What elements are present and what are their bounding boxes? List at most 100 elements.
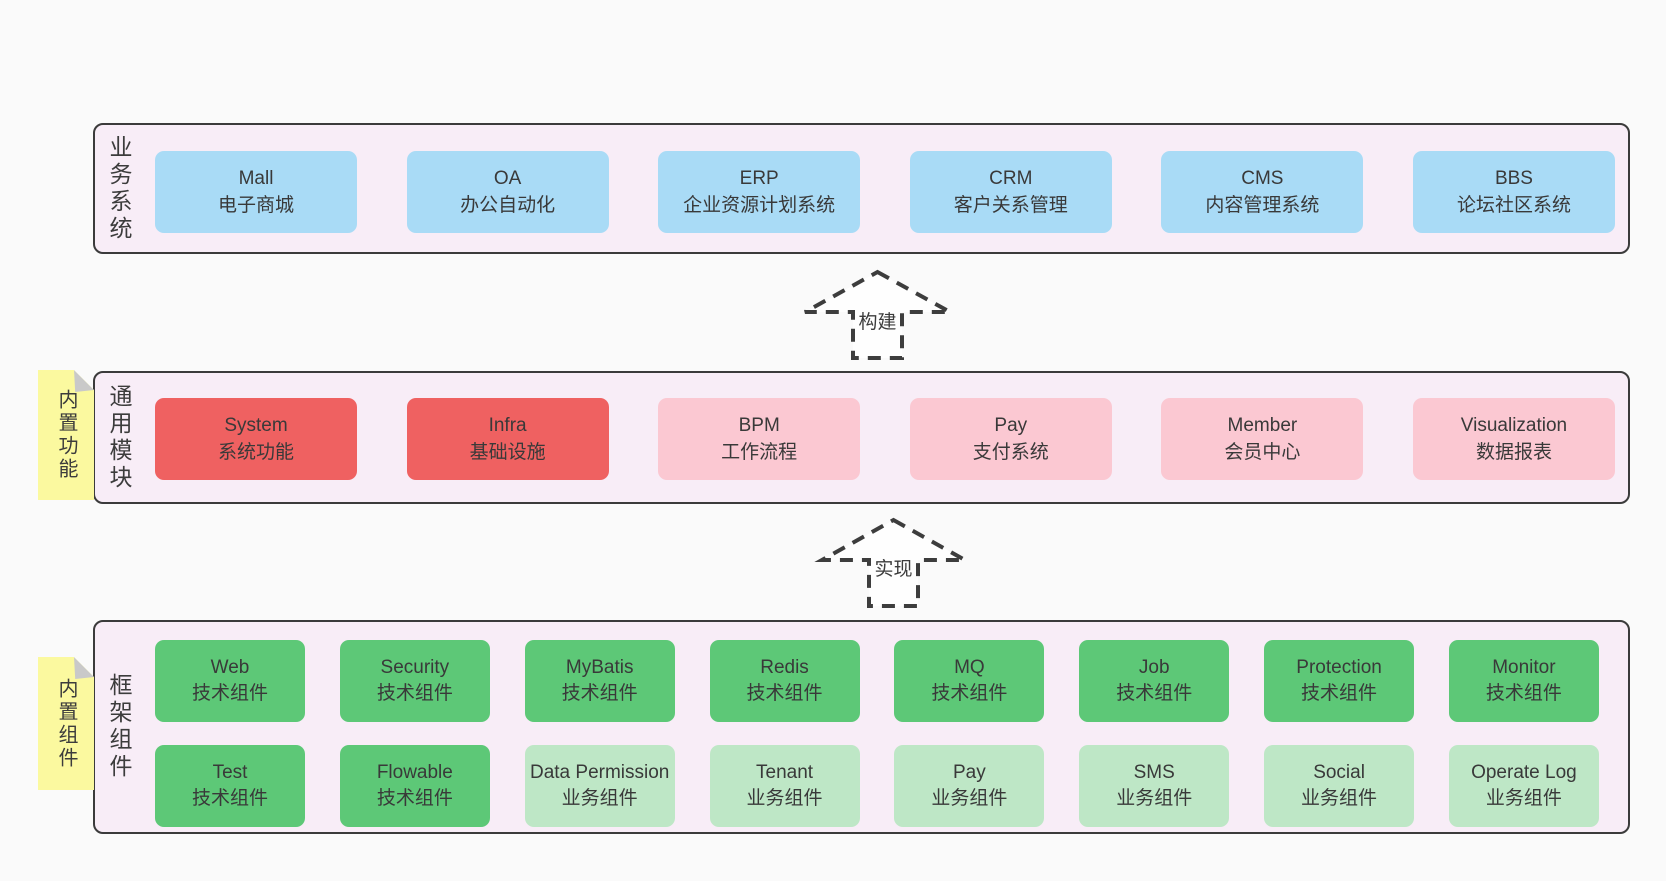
box-test: Test 技术组件 — [155, 745, 305, 827]
box-subtitle: 技术组件 — [561, 683, 638, 704]
box-subtitle: 业务组件 — [1301, 788, 1378, 809]
box-subtitle: 电子商城 — [217, 195, 294, 216]
box-title: Protection — [1296, 657, 1382, 678]
box-title: Pay — [994, 415, 1028, 436]
box-job: Job 技术组件 — [1079, 640, 1230, 722]
box-subtitle: 技术组件 — [746, 683, 823, 704]
box-data-permission: Data Permission 业务组件 — [524, 745, 675, 827]
box-infra: Infra 基础设施 — [406, 398, 609, 480]
box-subtitle: 技术组件 — [191, 788, 268, 809]
box-subtitle: 企业资源计划系统 — [683, 195, 836, 216]
box-title: Redis — [760, 657, 809, 678]
box-title: Visualization — [1460, 415, 1568, 436]
box-bpm: BPM 工作流程 — [658, 398, 861, 480]
box-pay-system: Pay 支付系统 — [909, 398, 1112, 480]
box-subtitle: 技术组件 — [191, 683, 268, 704]
box-subtitle: 业务组件 — [1485, 788, 1562, 809]
box-subtitle: 业务组件 — [746, 788, 823, 809]
modules-box-row: System 系统功能 Infra 基础设施 BPM 工作流程 Pay 支付系统… — [155, 398, 1615, 480]
box-sms: SMS 业务组件 — [1079, 745, 1230, 827]
box-operate-log: Operate Log 业务组件 — [1448, 745, 1599, 827]
note-fold-corner — [74, 657, 94, 679]
box-subtitle: 技术组件 — [1485, 683, 1562, 704]
box-title: Pay — [953, 762, 986, 783]
box-title: SMS — [1133, 762, 1175, 783]
box-subtitle: 办公自动化 — [460, 195, 556, 216]
box-title: CRM — [989, 168, 1033, 189]
box-protection: Protection 技术组件 — [1264, 640, 1415, 722]
box-web: Web 技术组件 — [155, 640, 305, 722]
box-subtitle: 会员中心 — [1224, 442, 1301, 463]
box-subtitle: 客户关系管理 — [953, 195, 1068, 216]
box-subtitle: 业务组件 — [1116, 788, 1193, 809]
business-box-row: Mall 电子商城 OA 办公自动化 ERP 企业资源计划系统 CRM 客户关系… — [155, 151, 1615, 233]
box-mall: Mall 电子商城 — [155, 151, 357, 233]
box-social: Social 业务组件 — [1264, 745, 1415, 827]
box-title: Social — [1313, 762, 1365, 783]
box-title: OA — [493, 168, 522, 189]
sticky-note-builtin-components: 内置组件 — [38, 657, 94, 790]
box-subtitle: 工作流程 — [721, 442, 798, 463]
box-subtitle: 内容管理系统 — [1205, 195, 1320, 216]
layer-common-modules: 通用模块 System 系统功能 Infra 基础设施 BPM 工作流程 Pay… — [93, 371, 1630, 504]
box-flowable: Flowable 技术组件 — [339, 745, 490, 827]
box-title: CMS — [1241, 168, 1284, 189]
box-subtitle: 技术组件 — [1116, 683, 1193, 704]
layer-business-systems: 业务系统 Mall 电子商城 OA 办公自动化 ERP 企业资源计划系统 CRM… — [93, 123, 1630, 254]
box-pay-component: Pay 业务组件 — [894, 745, 1045, 827]
box-title: BPM — [738, 415, 780, 436]
box-subtitle: 技术组件 — [1301, 683, 1378, 704]
box-subtitle: 业务组件 — [931, 788, 1008, 809]
layer-label-modules: 通用模块 — [106, 383, 132, 492]
up-arrow-implement-icon: 实现 — [814, 517, 973, 608]
box-title: Tenant — [756, 762, 814, 783]
box-subtitle: 技术组件 — [376, 788, 453, 809]
layer-label-components: 框架组件 — [106, 673, 132, 781]
arrow-label-build: 构建 — [858, 311, 896, 333]
layer-framework-components: 框架组件 Web 技术组件 Security 技术组件 MyBatis 技术组件… — [93, 620, 1630, 834]
box-title: ERP — [739, 168, 779, 189]
box-member: Member 会员中心 — [1161, 398, 1364, 480]
box-title: Data Permission — [529, 762, 670, 783]
box-title: Web — [210, 657, 250, 678]
box-subtitle: 技术组件 — [376, 683, 453, 704]
box-title: BBS — [1494, 168, 1533, 189]
box-oa: OA 办公自动化 — [406, 151, 609, 233]
box-title: MQ — [954, 657, 985, 678]
note-fold-corner — [74, 370, 94, 392]
box-crm: CRM 客户关系管理 — [909, 151, 1112, 233]
box-subtitle: 业务组件 — [561, 788, 638, 809]
sticky-note-builtin-functions: 内置功能 — [38, 370, 94, 500]
components-box-row-1: Web 技术组件 Security 技术组件 MyBatis 技术组件 Redi… — [155, 640, 1599, 722]
box-subtitle: 数据报表 — [1475, 442, 1552, 463]
box-title: Job — [1138, 657, 1170, 678]
box-erp: ERP 企业资源计划系统 — [658, 151, 861, 233]
box-subtitle: 系统功能 — [217, 442, 294, 463]
box-monitor: Monitor 技术组件 — [1448, 640, 1599, 722]
up-arrow-build-icon: 构建 — [804, 269, 951, 360]
box-subtitle: 技术组件 — [931, 683, 1008, 704]
box-mybatis: MyBatis 技术组件 — [524, 640, 675, 722]
box-title: Operate Log — [1471, 762, 1577, 783]
arrow-label-implement: 实现 — [874, 558, 912, 580]
box-subtitle: 论坛社区系统 — [1456, 195, 1571, 216]
box-security: Security 技术组件 — [339, 640, 490, 722]
box-title: Monitor — [1492, 657, 1556, 678]
box-title: MyBatis — [565, 657, 634, 678]
layer-label-business: 业务系统 — [106, 134, 132, 243]
box-title: Test — [212, 762, 248, 783]
box-title: Flowable — [376, 762, 453, 783]
box-visualization: Visualization 数据报表 — [1412, 398, 1615, 480]
box-subtitle: 支付系统 — [972, 442, 1049, 463]
box-bbs: BBS 论坛社区系统 — [1412, 151, 1615, 233]
box-tenant: Tenant 业务组件 — [709, 745, 860, 827]
box-title: Infra — [488, 415, 527, 436]
box-redis: Redis 技术组件 — [709, 640, 860, 722]
box-title: Member — [1227, 415, 1298, 436]
box-title: System — [224, 415, 288, 436]
box-mq: MQ 技术组件 — [894, 640, 1045, 722]
box-subtitle: 基础设施 — [469, 442, 546, 463]
box-system: System 系统功能 — [155, 398, 357, 480]
box-title: Security — [380, 657, 450, 678]
